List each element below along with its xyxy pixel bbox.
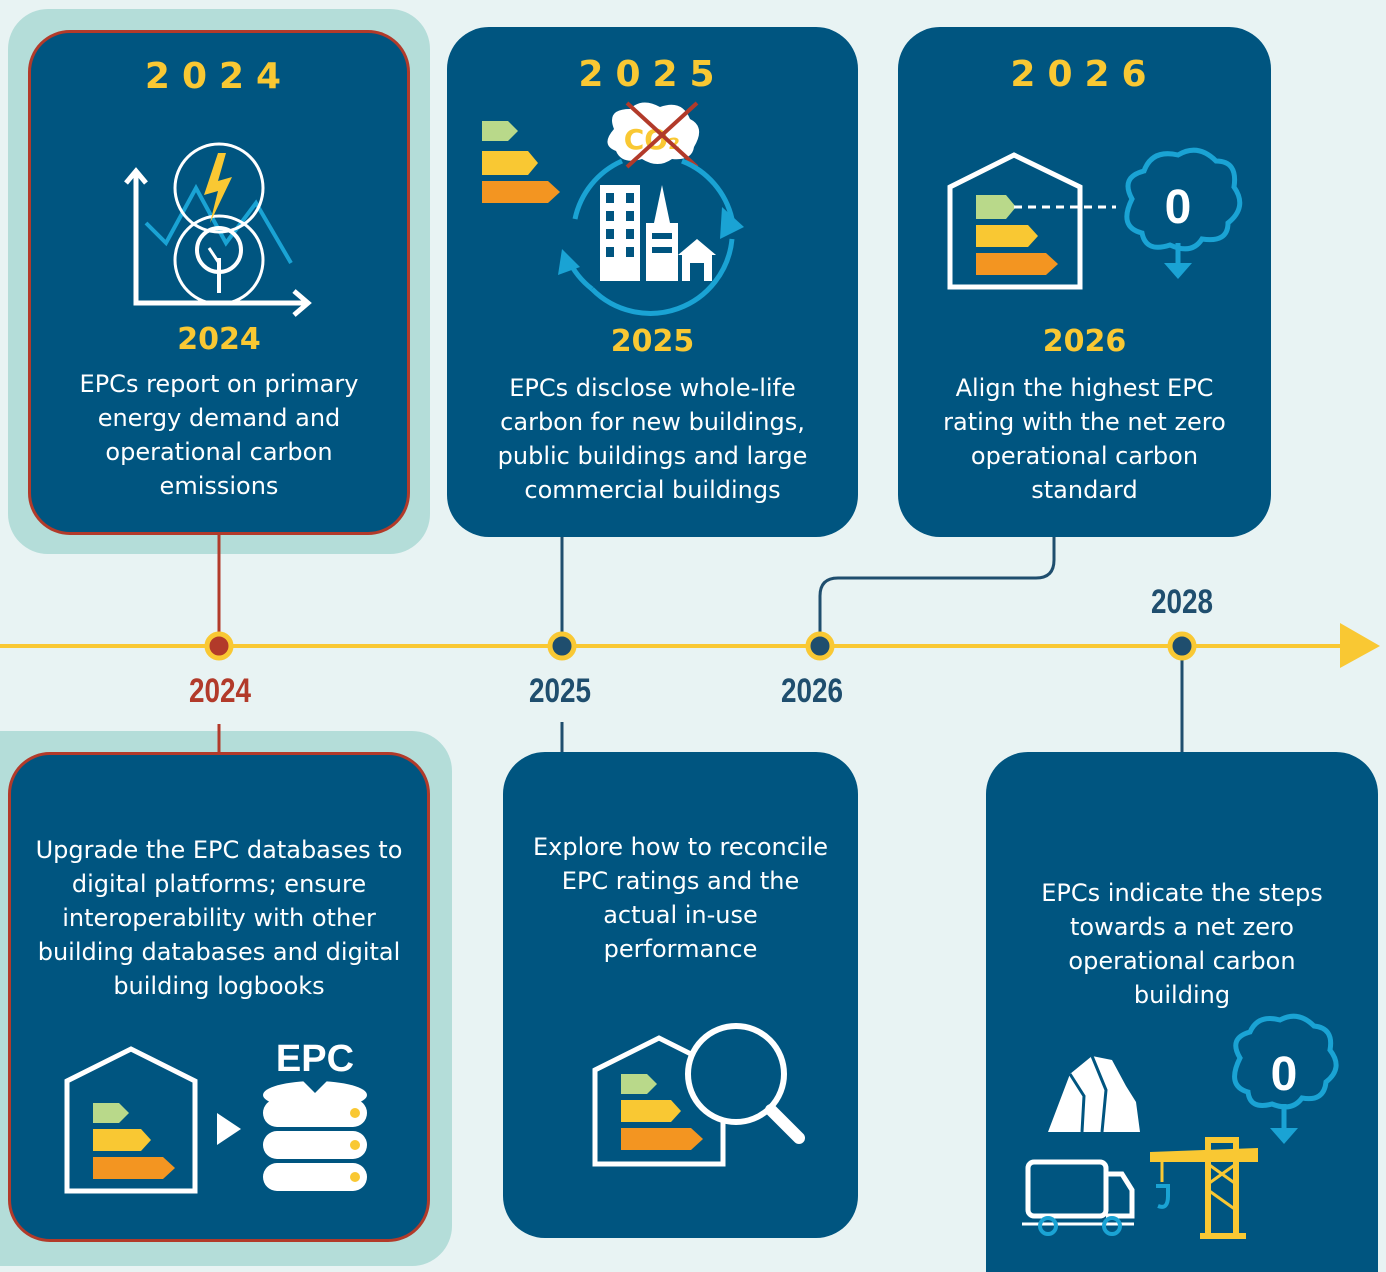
card-year: 2025 — [578, 54, 727, 95]
net-zero-label: 0 — [1271, 1048, 1298, 1101]
timeline-dot-2026 — [805, 631, 835, 661]
card-subyear: 2026 — [1042, 324, 1127, 359]
connector-2026-top — [818, 537, 1056, 634]
card-text: Explore how to reconcile EPC ratings and… — [532, 833, 829, 963]
milestone-card-2028-bottom: EPCs indicate the steps towards a net ze… — [986, 752, 1378, 1272]
card-text: EPCs indicate the steps towards a net ze… — [1041, 879, 1323, 1009]
timeline-dot-2024 — [204, 631, 234, 661]
card-year: 2026 — [1010, 54, 1159, 95]
card-text: Align the highest EPC rating with the ne… — [943, 374, 1226, 504]
house-net-zero-icon: 0 — [947, 147, 1243, 290]
timeline-label-2026: 2026 — [780, 672, 844, 710]
timeline-arrowhead — [1340, 623, 1380, 668]
milestone-card-2025-bottom: Explore how to reconcile EPC ratings and… — [503, 752, 858, 1238]
milestone-card-2026-top: 2026 0 2026 Align the highest EPC rating… — [898, 27, 1271, 537]
construction-net-zero-icon: 0 — [1022, 1013, 1339, 1239]
card-text: EPCs report on primary energy demand and… — [79, 370, 359, 500]
card-subyear: 2025 — [610, 324, 695, 359]
milestone-card-2025-top: 2025 CO₂ 2025 EPCs disclose whole-life c… — [447, 27, 858, 537]
timeline-dot-2028 — [1167, 631, 1197, 661]
net-zero-label: 0 — [1165, 181, 1192, 234]
card-text: Upgrade the EPC databases to digital pla… — [35, 836, 403, 1000]
timeline-label-2025: 2025 — [528, 672, 592, 710]
timeline-label-2024: 2024 — [188, 672, 252, 710]
card-text: EPCs disclose whole-life carbon for new … — [497, 374, 808, 504]
card-year: 2024 — [144, 56, 294, 97]
milestone-card-2024-bottom: Upgrade the EPC databases to digital pla… — [8, 752, 430, 1242]
whole-life-carbon-icon: CO₂ — [482, 101, 744, 316]
timeline-label-2028: 2028 — [1150, 583, 1214, 621]
timeline-dot-2025 — [547, 631, 577, 661]
epc-label: EPC — [276, 1038, 354, 1080]
card-subyear: 2024 — [177, 322, 261, 357]
epc-database-icon: EPC — [64, 1038, 367, 1194]
house-search-icon — [592, 1023, 805, 1167]
milestone-card-2024-top: 2024 2024 EPCs report on primary energy … — [28, 30, 410, 535]
energy-chart-icon — [124, 142, 312, 317]
